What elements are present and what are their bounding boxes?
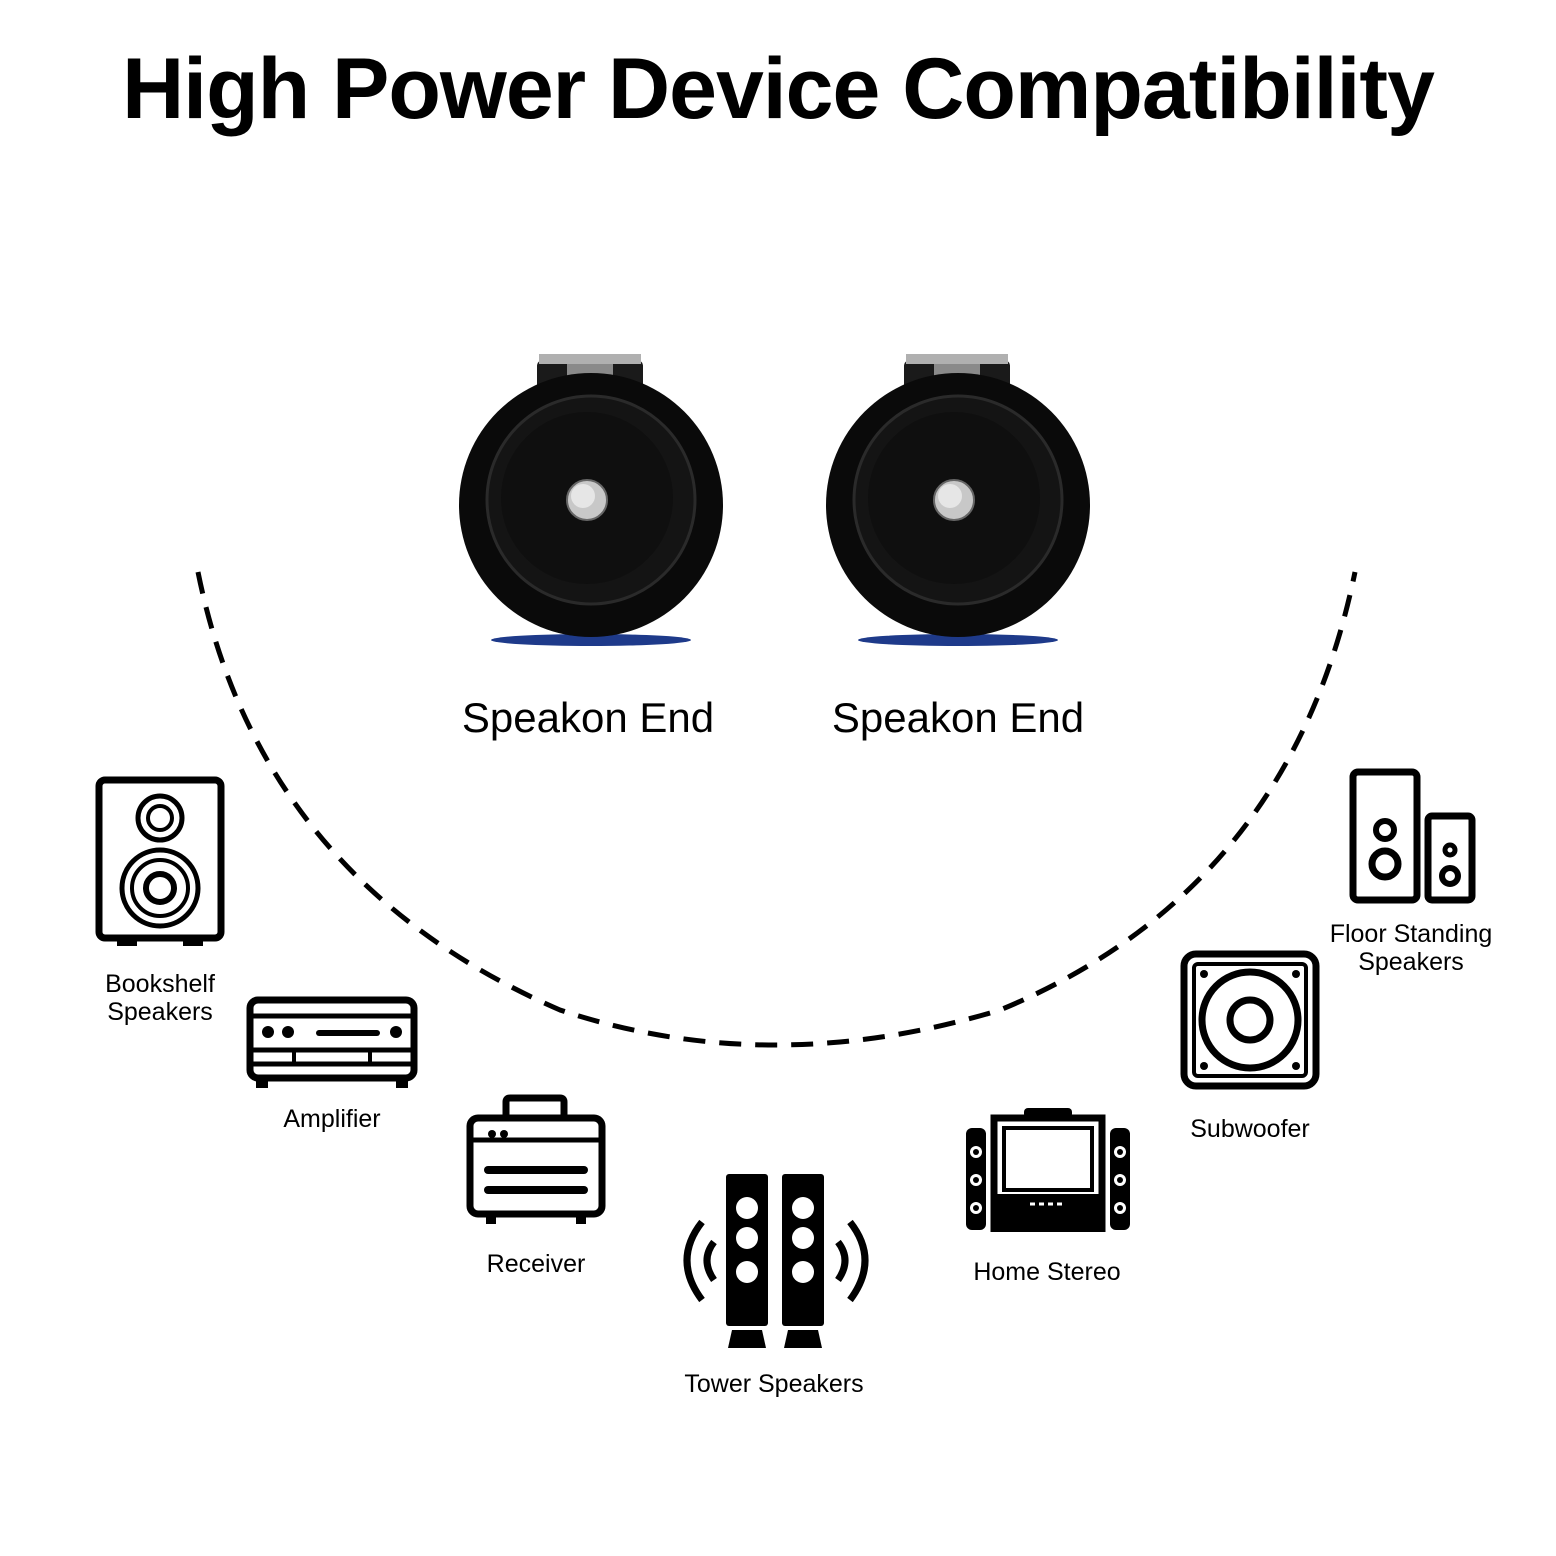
subwoofer-label: Subwoofer	[1190, 1115, 1310, 1143]
home-stereo-label: Home Stereo	[973, 1258, 1121, 1286]
amplifier-label: Amplifier	[283, 1105, 381, 1133]
tower-speakers-icon	[683, 1174, 869, 1348]
bookshelf-speaker-icon	[95, 776, 225, 946]
speakon-connector-icon	[826, 354, 1090, 646]
floor-standing-speakers-icon	[1349, 768, 1476, 904]
receiver-label: Receiver	[486, 1250, 586, 1278]
speakon-connector-icon	[459, 354, 723, 646]
bookshelf-speakers-label: Bookshelf Speakers	[105, 970, 215, 1026]
speakon-end-label-right: Speakon End	[831, 694, 1085, 741]
page-title: High Power Device Compatibility	[122, 41, 1435, 137]
home-stereo-icon	[966, 1108, 1130, 1232]
speakon-end-label-left: Speakon End	[461, 694, 715, 741]
tower-speakers-label: Tower Speakers	[684, 1370, 864, 1398]
subwoofer-icon	[1180, 950, 1320, 1090]
receiver-icon	[466, 1094, 606, 1224]
amplifier-icon	[246, 996, 418, 1088]
floor-standing-speakers-label: Floor Standing Speakers	[1329, 920, 1493, 976]
